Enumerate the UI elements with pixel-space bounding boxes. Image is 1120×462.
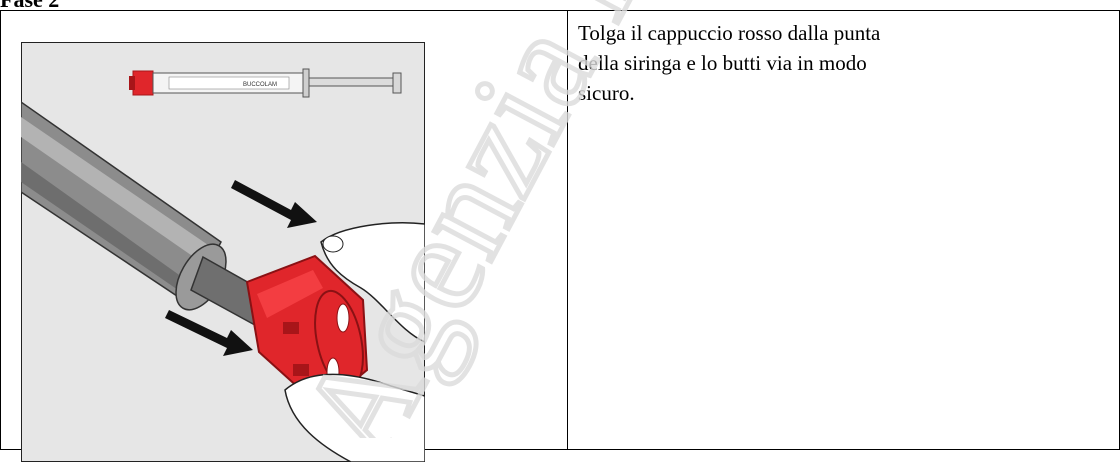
step-instruction: Tolga il cappuccio rosso dalla punta del…	[578, 21, 881, 105]
step-table: BUCCOLAM	[0, 10, 1120, 462]
table-row: BUCCOLAM	[0, 10, 1120, 462]
arrow-icon	[164, 179, 317, 356]
syringe-overview-icon: BUCCOLAM	[128, 68, 401, 97]
syringe-barrel	[20, 100, 268, 325]
image-cell: BUCCOLAM	[0, 10, 568, 462]
step-heading: Fase 2	[0, 0, 59, 12]
syringe-label: BUCCOLAM	[243, 82, 277, 88]
step-illustration: BUCCOLAM	[20, 41, 425, 462]
text-cell: Tolga il cappuccio rosso dalla punta del…	[567, 10, 1120, 450]
